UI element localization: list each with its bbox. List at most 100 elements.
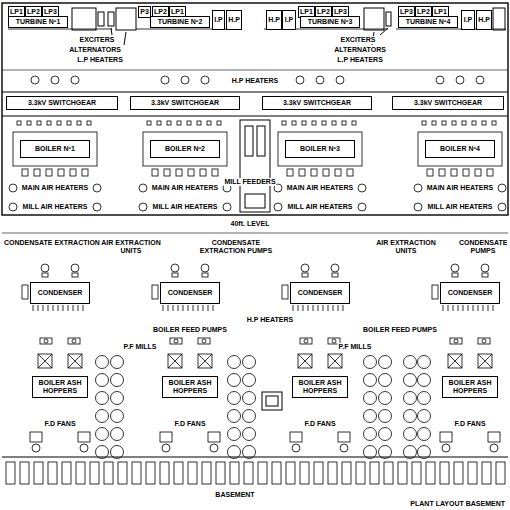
pf-mill: [364, 428, 377, 441]
hopper-support: [168, 354, 182, 368]
pf-mill: [418, 410, 431, 423]
pf-mill: [228, 374, 241, 387]
column-mark: [472, 121, 476, 125]
node-text: P3: [140, 8, 149, 16]
mill-feeder: [311, 169, 317, 176]
boiler-outline: [278, 132, 362, 166]
hopper-support: [298, 354, 312, 368]
column-mark: [492, 121, 496, 125]
foundation-pier: [216, 462, 225, 484]
pf-mill: [364, 446, 377, 459]
node-text: CONDENSER: [38, 289, 83, 297]
equipment-label: ALTERNATORS: [333, 46, 387, 54]
equipment-label: F.D FANS: [173, 420, 206, 428]
feed-pump: [300, 338, 312, 344]
pf-mill: [228, 428, 241, 441]
foundation-pier: [426, 462, 435, 484]
mill-feeder: [46, 169, 52, 176]
pf-mill: [379, 374, 392, 387]
condenser-tube: [198, 305, 199, 311]
condenser-box: [22, 285, 28, 299]
equipment-label: MILL AIR HEATERS: [22, 203, 89, 211]
pf-mill: [96, 392, 109, 405]
node-text: BOILER ASH HOPPERS: [164, 379, 216, 394]
condenser-tube: [203, 305, 204, 311]
condenser-tube: [338, 305, 339, 311]
column-mark: [282, 121, 286, 125]
boiler-outline: [143, 132, 227, 166]
node-text: LP2: [27, 8, 40, 16]
node-text: LP3: [334, 8, 347, 16]
feed-pump: [68, 338, 80, 344]
pf-mill: [418, 446, 431, 459]
pf-mill: [379, 356, 392, 369]
foundation-pier: [328, 462, 337, 484]
pf-mill: [111, 446, 124, 459]
pf-mill: [96, 356, 109, 369]
foundation-pier: [174, 462, 183, 484]
bay-line: [2, 116, 508, 117]
condenser-box: CONDENSER: [160, 282, 220, 304]
foundation-pier: [90, 462, 99, 484]
equipment-label: CONDENSATE EXTRACTION: [3, 239, 101, 247]
pf-mill: [96, 374, 109, 387]
alternator: [364, 8, 384, 30]
mill-feeder: [82, 169, 88, 176]
equipment-label: EXCITERS: [339, 36, 376, 44]
fd-fan: [292, 444, 300, 452]
drawing-title: PLANT LAYOUT BASEMENT: [409, 500, 506, 508]
boiler-box: BOILER Nº2: [150, 140, 220, 158]
alternator: [493, 8, 505, 30]
equipment-label: MAIN AIR HEATERS: [21, 184, 90, 192]
equipment-symbols: [6, 29, 506, 484]
column-mark: [342, 121, 346, 125]
condenser-tube: [43, 305, 44, 311]
column-mark: [462, 121, 466, 125]
equipment-label: MILL AIR HEATERS: [427, 203, 494, 211]
pf-mill: [364, 392, 377, 405]
feed-pump: [450, 338, 462, 344]
node-text: 3.3kV SWITCHGEAR: [283, 99, 351, 107]
condenser-tube: [483, 305, 484, 311]
exciter: [108, 12, 114, 26]
equipment-label: MILL AIR HEATERS: [152, 203, 219, 211]
condenser-tube: [303, 305, 304, 311]
node-text: CONDENSER: [448, 289, 493, 297]
switchgear-band: 3.3kV SWITCHGEAR: [6, 96, 118, 110]
switchgear-band: 3.3kV SWITCHGEAR: [130, 96, 240, 110]
node-text: BOILER Nº1: [35, 145, 75, 153]
column-mark: [77, 121, 81, 125]
fd-fan: [488, 432, 500, 442]
condenser-tube: [73, 305, 74, 311]
foundation-pier: [384, 462, 393, 484]
mill-feeder: [212, 169, 218, 176]
mill-feeder: [152, 169, 158, 176]
equipment-label: H.P HEATERS: [231, 77, 279, 85]
feed-pump: [72, 339, 76, 343]
turbine-cylinder: I.P: [461, 10, 475, 30]
node-text: BOILER Nº3: [300, 145, 340, 153]
node-text: CONDENSER: [298, 289, 343, 297]
central-structure: [245, 194, 265, 208]
feed-heater: [456, 76, 464, 84]
air-heater: [9, 184, 17, 192]
boiler-box: BOILER Nº1: [20, 140, 90, 158]
fd-fan: [442, 444, 450, 452]
foundation-pier: [412, 462, 421, 484]
condenser-tube: [323, 305, 324, 311]
condenser-tube: [478, 305, 479, 311]
foundation-pier: [482, 462, 491, 484]
condenser-tube: [183, 305, 184, 311]
condenser-tube: [178, 305, 179, 311]
pf-mill: [404, 374, 417, 387]
equipment-label: F.D FANS: [453, 420, 486, 428]
extraction-pump: [171, 264, 179, 272]
node-text: BOILER Nº2: [165, 145, 205, 153]
fd-fan: [208, 432, 220, 442]
central-structure: [266, 396, 278, 406]
condenser-box: [152, 285, 158, 299]
equipment-label: BASEMENT: [214, 491, 255, 499]
equipment-label: AIR EXTRACTION UNITS: [100, 239, 162, 254]
condenser-tube: [173, 305, 174, 311]
equipment-label: P.F MILLS: [123, 343, 158, 351]
